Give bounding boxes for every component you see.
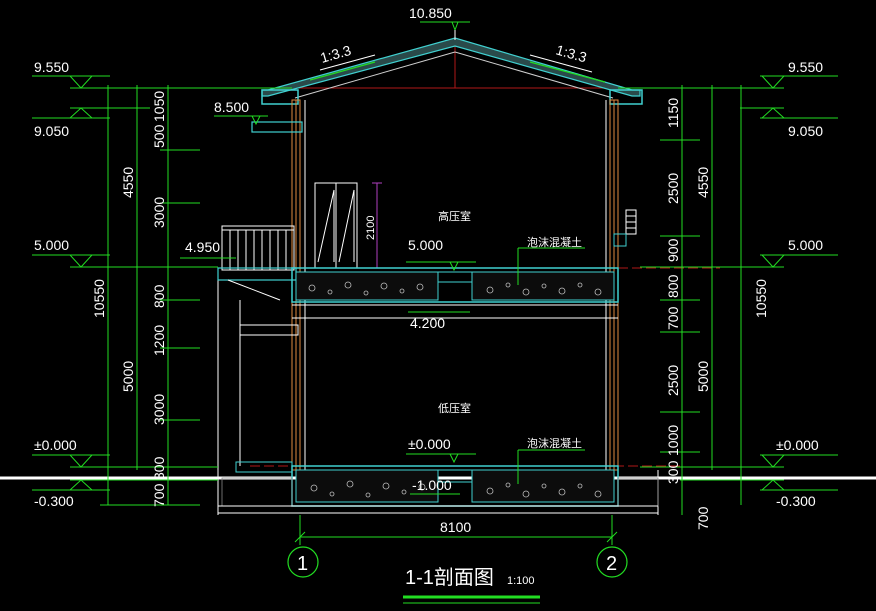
right-dim-total: 10550: [753, 279, 769, 318]
canopy-elevation: 8.500: [214, 99, 249, 115]
left-dim-upper: 4550: [120, 167, 136, 198]
left-dim-1050: 1050: [151, 91, 167, 122]
room-lower: 低压室: [438, 401, 471, 415]
door-height: 2100: [365, 216, 377, 240]
right-dim-700: 700: [665, 306, 681, 330]
right-dim-2500a: 2500: [665, 173, 681, 204]
left-elevation-marks: [32, 75, 292, 506]
floor2-elevation: 5.000: [408, 237, 443, 253]
left-elev-9550: 9.550: [34, 59, 69, 75]
left-dim-800: 800: [151, 284, 167, 308]
right-dim-700b: 700: [695, 506, 711, 530]
roof-slab: [261, 37, 641, 97]
right-dim-1150: 1150: [665, 98, 681, 128]
roof: [261, 21, 643, 105]
right-elev-9550: 9.550: [788, 59, 823, 75]
right-dim-upper: 4550: [695, 167, 711, 198]
floor1-elevation: ±0.000: [408, 436, 451, 452]
left-dim-300: 300: [151, 456, 167, 480]
right-dim-900: 900: [665, 238, 681, 262]
right-dim-800: 800: [665, 274, 681, 298]
right-elev-5000: 5.000: [788, 237, 823, 253]
left-elev-m0300: -0.300: [34, 493, 74, 509]
balcony-elevation: 4.950: [185, 239, 220, 255]
left-elev-5000: 5.000: [34, 237, 69, 253]
span-value: 8100: [440, 519, 471, 535]
axis-bubble-2: [596, 546, 628, 578]
drawing-scale: 1:100: [507, 575, 535, 587]
red-datum-lines: [240, 40, 720, 467]
room-upper: 高压室: [438, 209, 471, 223]
right-stair: [613, 209, 637, 247]
span-dimension: [294, 515, 618, 545]
walls: [217, 99, 659, 515]
drawing-title: 1-1剖面图: [405, 566, 494, 589]
foam-note-lower: 泡沫混凝土: [527, 436, 582, 450]
right-dim-1000: 1000: [665, 425, 681, 456]
right-dim-300: 300: [665, 460, 681, 484]
right-elev-9050: 9.050: [788, 123, 823, 139]
left-dim-lower: 5000: [120, 361, 136, 392]
balcony: [217, 225, 299, 466]
canopy: [214, 115, 303, 133]
right-elevation-marks: [618, 75, 838, 515]
beam-elevation: 4.200: [410, 315, 445, 331]
right-elev-0000: ±0.000: [776, 437, 819, 453]
floor-slab-upper: [291, 247, 619, 319]
ridge-elevation: 10.850: [409, 5, 452, 21]
left-dim-500: 500: [151, 124, 167, 148]
pit-elevation: -1.000: [412, 477, 452, 493]
right-dim-2500b: 2500: [665, 365, 681, 396]
axis-label-1: 1: [297, 553, 308, 575]
left-elev-9050: 9.050: [34, 123, 69, 139]
right-dim-lower: 5000: [695, 361, 711, 392]
right-elev-m0300: -0.300: [776, 493, 816, 509]
floor-slab-lower: [218, 449, 659, 514]
left-dim-3000a: 3000: [151, 197, 167, 228]
slope-right: 1:3.3: [554, 42, 589, 66]
left-dim-3000b: 3000: [151, 394, 167, 425]
left-elev-0000: ±0.000: [34, 437, 77, 453]
left-dim-700: 700: [151, 483, 167, 507]
axis-label-2: 2: [606, 553, 617, 575]
left-dim-total: 10550: [91, 279, 107, 318]
axis-bubble-1: [287, 546, 319, 578]
foam-note-upper: 泡沫混凝土: [527, 235, 582, 249]
left-dim-1200: 1200: [151, 325, 167, 356]
